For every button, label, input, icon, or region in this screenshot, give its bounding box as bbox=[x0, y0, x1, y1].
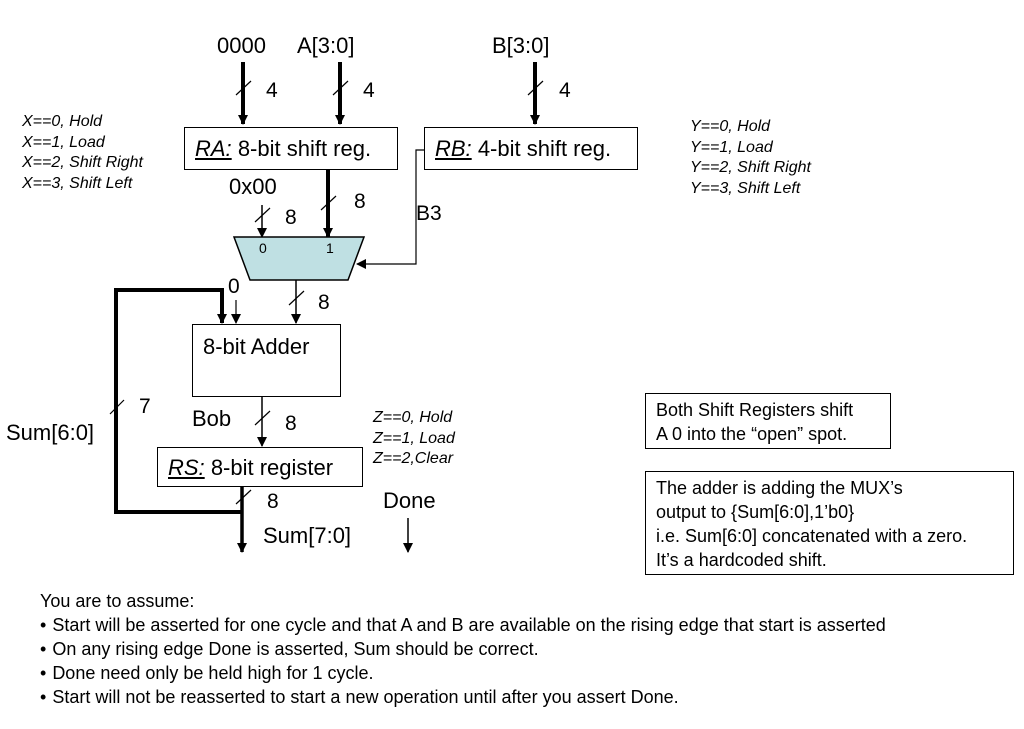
ra-control-legend: X==0, Hold X==1, Load X==2, Shift Right … bbox=[22, 112, 143, 194]
adder-label: 8-bit Adder bbox=[203, 334, 310, 359]
sum-feedback-label: Sum[6:0] bbox=[6, 420, 95, 445]
mux-input-0: 0 bbox=[259, 240, 267, 256]
ra-name: RA: bbox=[195, 136, 232, 161]
bob-label: Bob bbox=[192, 406, 232, 431]
ra-control-2: X==2, Shift Right bbox=[22, 154, 143, 171]
mux-input-1: 1 bbox=[326, 240, 334, 256]
assumption-item-2: On any rising edge Done is asserted, Sum… bbox=[40, 637, 886, 661]
width-mux-out: 8 bbox=[318, 291, 330, 314]
shift-note-line-2: A 0 into the “open” spot. bbox=[656, 424, 848, 444]
shift-note: Both Shift Registers shift A 0 into the … bbox=[645, 393, 891, 449]
assumptions-heading: You are to assume: bbox=[40, 591, 195, 611]
assumption-item-1: Start will be asserted for one cycle and… bbox=[40, 613, 885, 637]
assumptions-list: Start will be asserted for one cycle and… bbox=[40, 613, 886, 709]
assumption-item-4: Start will not be reasserted to start a … bbox=[40, 685, 886, 709]
ra-register: RA: 8-bit shift reg. bbox=[184, 127, 398, 170]
mux-shape bbox=[232, 236, 366, 281]
input-a-label: A[3:0] bbox=[297, 33, 355, 58]
rb-control-legend: Y==0, Hold Y==1, Load Y==2, Shift Right … bbox=[690, 117, 811, 199]
adder-block: 8-bit Adder bbox=[192, 324, 341, 397]
done-label: Done bbox=[383, 488, 436, 513]
assumptions: You are to assume: Start will be asserte… bbox=[40, 589, 886, 709]
width-sum-feedback: 7 bbox=[139, 395, 151, 418]
adder-note-line-4: It’s a hardcoded shift. bbox=[656, 550, 827, 570]
adder-note-line-1: The adder is adding the MUX’s bbox=[656, 478, 903, 498]
assumption-item-3: Done need only be held high for 1 cycle. bbox=[40, 661, 886, 685]
rs-desc: 8-bit register bbox=[210, 455, 334, 480]
b3-select-label: B3 bbox=[416, 202, 442, 225]
rs-control-2: Z==2,Clear bbox=[373, 450, 454, 467]
input-zeros-label: 0000 bbox=[217, 33, 266, 58]
wire-b3-to-mux-select bbox=[356, 149, 430, 269]
const-hex-label: 0x00 bbox=[229, 174, 277, 199]
width-a: 4 bbox=[363, 79, 375, 102]
ra-control-3: X==3, Shift Left bbox=[22, 174, 133, 192]
rs-name: RS: bbox=[168, 455, 205, 480]
rb-control-3: Y==3, Shift Left bbox=[690, 179, 801, 197]
rb-name: RB: bbox=[435, 136, 472, 161]
input-b-label: B[3:0] bbox=[492, 33, 550, 58]
ra-control-1: X==1, Load bbox=[22, 133, 105, 151]
rs-control-1: Z==1, Load bbox=[373, 429, 455, 447]
rs-register: RS: 8-bit register bbox=[157, 447, 363, 487]
sum-out-label: Sum[7:0] bbox=[263, 523, 352, 548]
width-rs-out: 8 bbox=[267, 490, 279, 513]
rb-control-0: Y==0, Hold bbox=[690, 118, 771, 135]
adder-note: The adder is adding the MUX’s output to … bbox=[645, 471, 1014, 575]
zero-bit-label: 0 bbox=[228, 275, 240, 298]
shift-note-line-1: Both Shift Registers shift bbox=[656, 400, 854, 420]
width-zeros: 4 bbox=[266, 79, 278, 102]
adder-note-line-3: i.e. Sum[6:0] concatenated with a zero. bbox=[656, 526, 968, 546]
adder-note-line-2: output to {Sum[6:0],1’b0} bbox=[656, 502, 855, 522]
rb-desc: 4-bit shift reg. bbox=[477, 136, 612, 161]
width-ra-out: 8 bbox=[354, 190, 366, 213]
width-b: 4 bbox=[559, 79, 571, 102]
wire-sum-feedback bbox=[114, 288, 242, 514]
rs-control-legend: Z==0, Hold Z==1, Load Z==2,Clear bbox=[373, 408, 455, 470]
rb-register: RB: 4-bit shift reg. bbox=[424, 127, 638, 170]
rb-control-2: Y==2, Shift Right bbox=[690, 159, 811, 176]
width-hex: 8 bbox=[285, 206, 297, 229]
rb-control-1: Y==1, Load bbox=[690, 138, 773, 156]
ra-desc: 8-bit shift reg. bbox=[237, 136, 372, 161]
rs-control-0: Z==0, Hold bbox=[373, 409, 453, 426]
ra-control-0: X==0, Hold bbox=[22, 113, 103, 130]
width-bob: 8 bbox=[285, 412, 297, 435]
